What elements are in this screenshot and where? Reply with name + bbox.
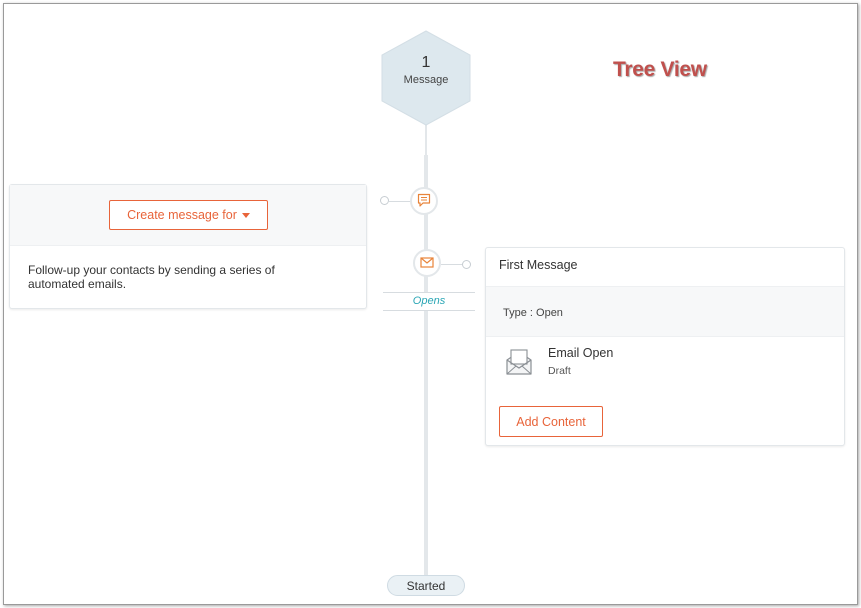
- create-message-for-label: Create message for: [127, 208, 237, 222]
- first-message-title: First Message: [499, 258, 578, 272]
- email-node[interactable]: [413, 249, 441, 277]
- caret-down-icon: [241, 212, 250, 218]
- timeline-line: [424, 155, 428, 575]
- started-badge: Started: [387, 575, 465, 596]
- create-message-for-button[interactable]: Create message for: [109, 200, 268, 230]
- create-message-card: Create message for Follow-up your contac…: [9, 184, 367, 309]
- email-name[interactable]: Email Open: [548, 346, 614, 360]
- chat-node[interactable]: [410, 187, 438, 215]
- left-branch-connector: [389, 201, 411, 202]
- tree-view-annotation: Tree View: [613, 58, 707, 81]
- message-count-label: Message: [403, 74, 449, 86]
- envelope-icon: [420, 257, 434, 268]
- email-status: Draft: [548, 365, 571, 377]
- message-count-hexagon: [381, 30, 471, 126]
- opens-branch-label: Opens: [383, 292, 475, 311]
- create-message-card-header: Create message for: [10, 185, 366, 246]
- right-branch-dot: [462, 260, 471, 269]
- opens-text: Opens: [412, 295, 446, 307]
- add-content-button[interactable]: Add Content: [499, 406, 603, 437]
- chat-bubble-icon: [417, 193, 431, 207]
- message-type: Type : Open: [503, 307, 563, 319]
- create-message-description: Follow-up your contacts by sending a ser…: [28, 263, 275, 291]
- hexagon-connector: [425, 122, 427, 156]
- open-envelope-icon[interactable]: [505, 348, 533, 376]
- first-message-card: First Message Type : Open Email Open Dra…: [485, 247, 845, 446]
- message-count: 1: [421, 54, 431, 71]
- left-branch-dot: [380, 196, 389, 205]
- right-branch-connector: [441, 264, 463, 265]
- message-type-band: Type : Open: [486, 286, 844, 337]
